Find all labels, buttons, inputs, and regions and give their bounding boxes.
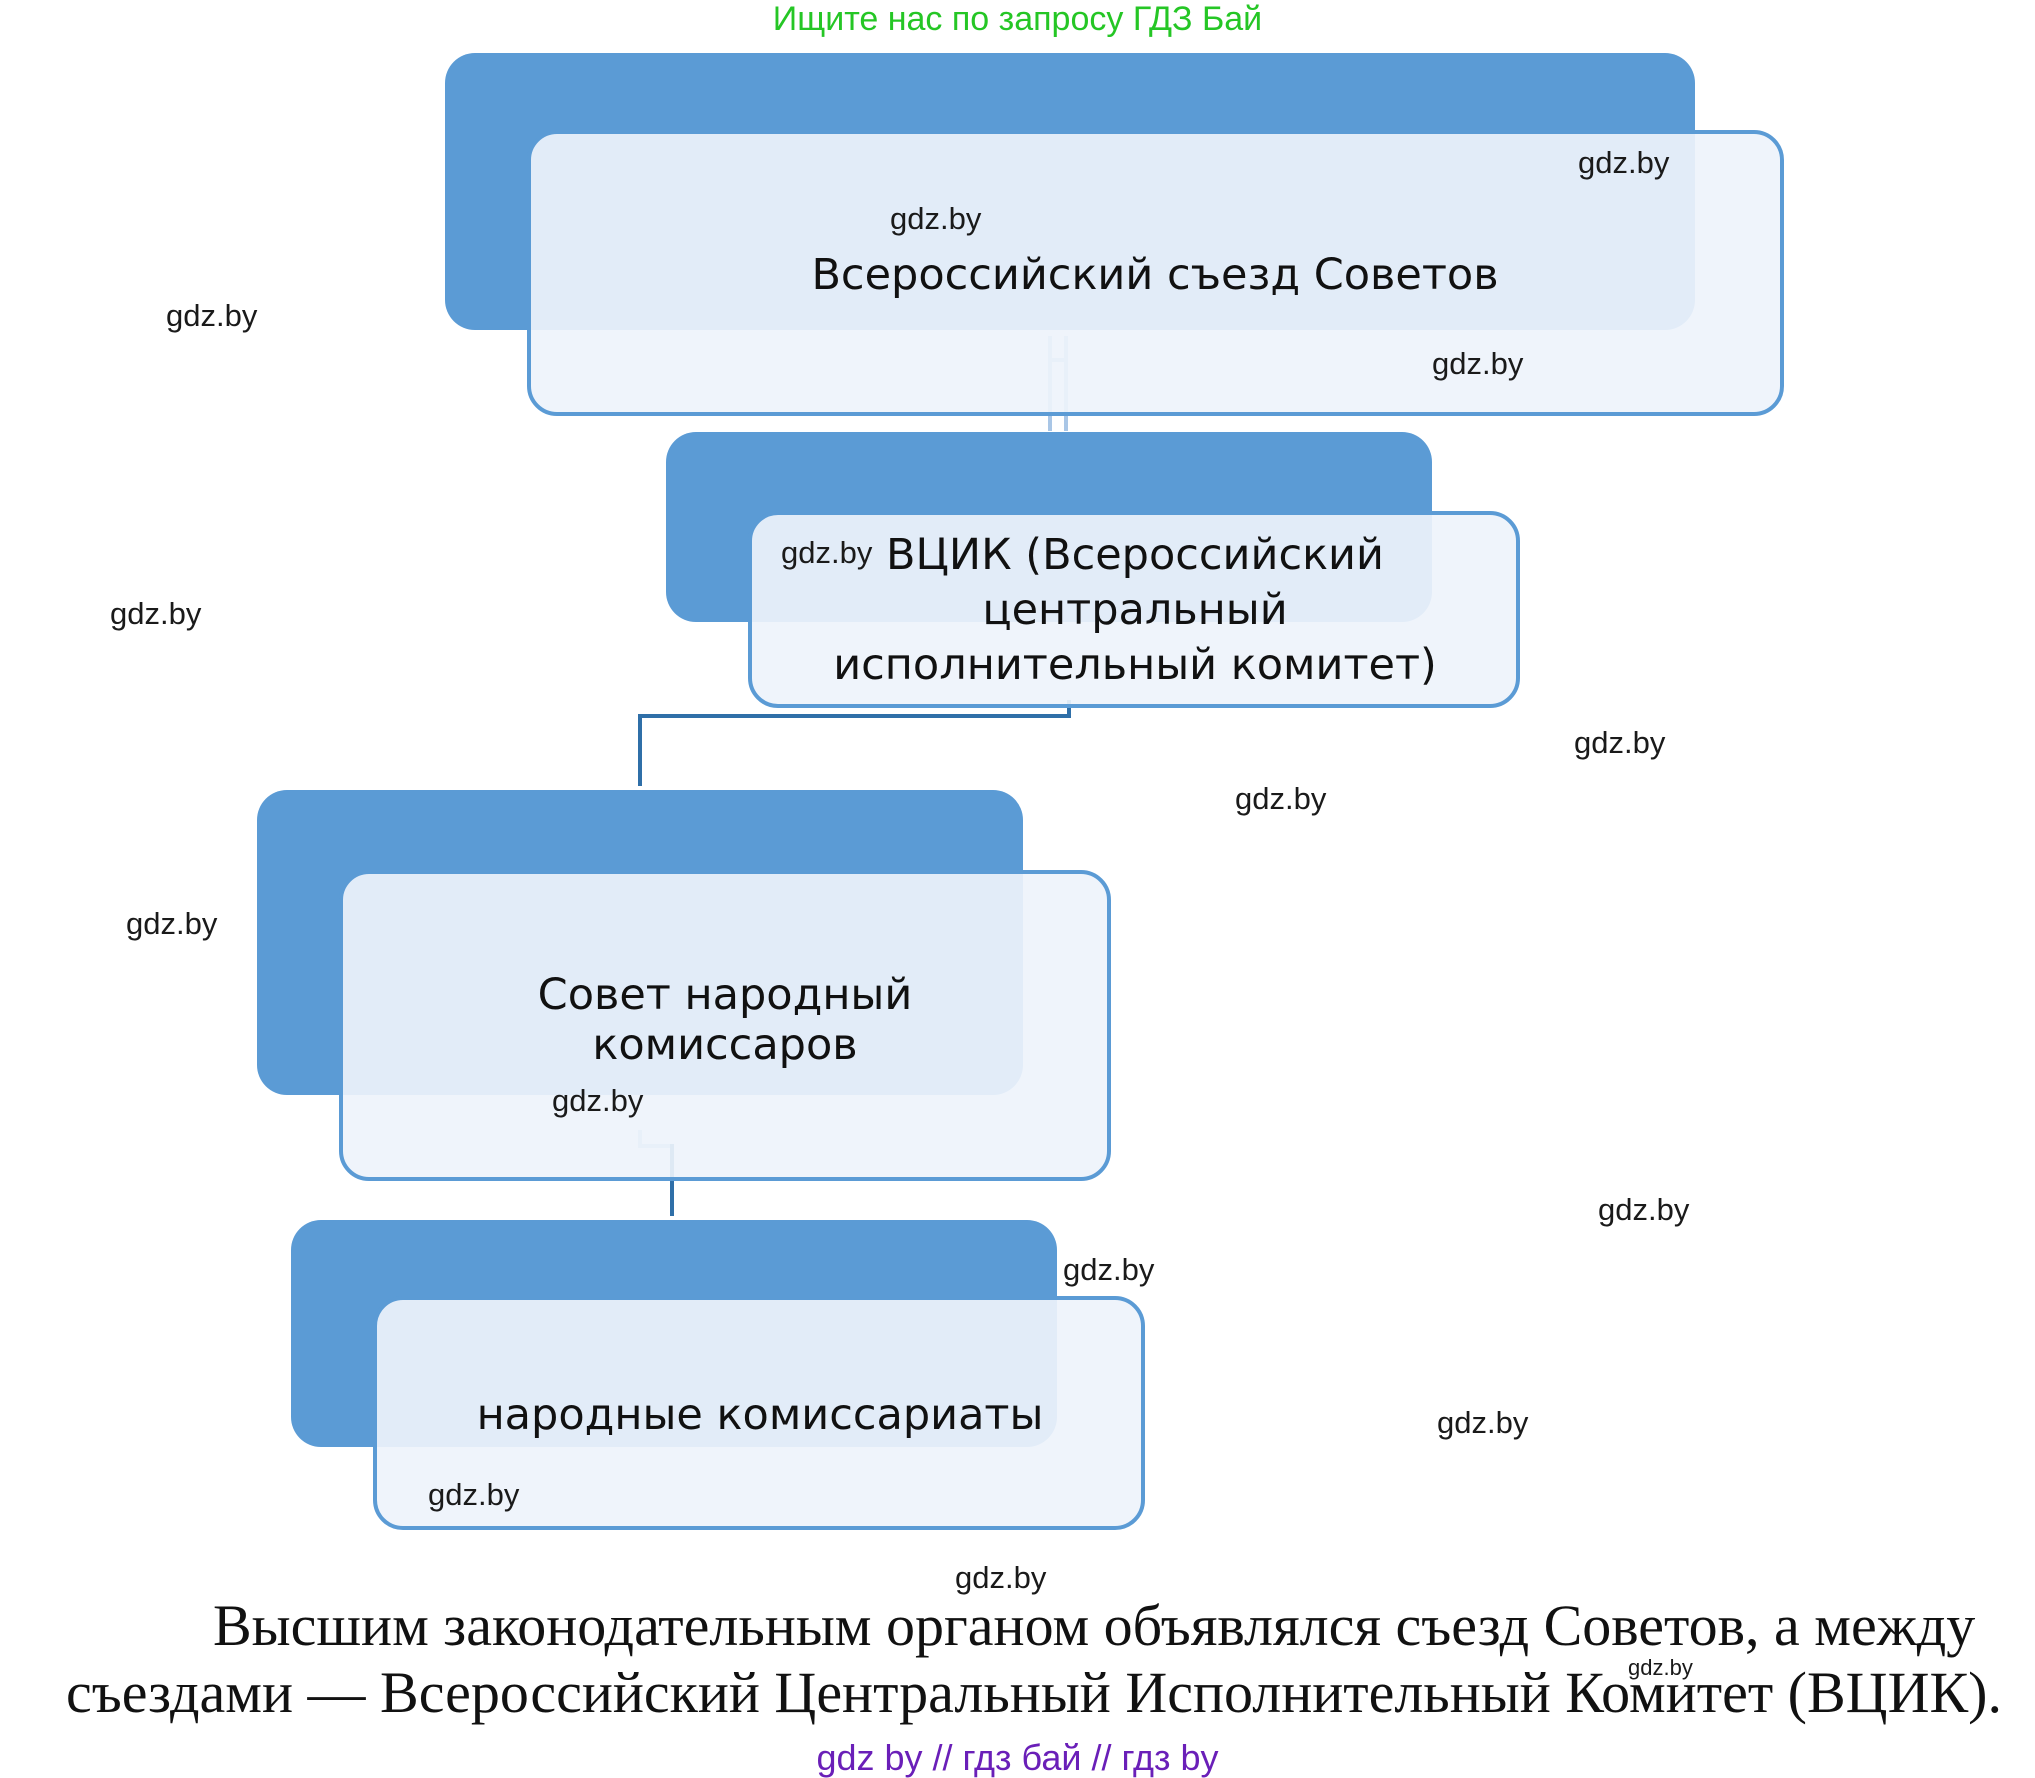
watermark: gdz.by — [1235, 781, 1327, 816]
watermark: gdz.by — [1437, 1405, 1529, 1440]
watermark: gdz.by — [1063, 1252, 1155, 1287]
paragraph-line-2: съездами — Всероссийский Центральный Исп… — [66, 1660, 2002, 1725]
watermark: gdz.by — [1574, 725, 1666, 760]
box-4-label: народные комиссариаты — [476, 1390, 1044, 1440]
connector-2-vertical-a — [1067, 700, 1071, 718]
watermark: gdz.by — [166, 298, 258, 333]
box-2-front — [748, 511, 1520, 708]
paragraph-line-1: Высшим законодательным органом объявлялс… — [213, 1593, 1976, 1658]
box-2-label: ВЦИК (Всероссийский центральный исполнит… — [833, 529, 1437, 690]
watermark: gdz.by — [1628, 1655, 1693, 1680]
watermark: gdz.by — [428, 1477, 520, 1512]
watermark: gdz.by — [552, 1083, 644, 1118]
watermark: gdz.by — [890, 201, 982, 236]
watermark: gdz.by — [1432, 346, 1524, 381]
watermark: gdz.by — [110, 596, 202, 631]
watermark: gdz.by — [126, 906, 218, 941]
box-4-front — [373, 1296, 1145, 1530]
box-3-label: Совет народный комиссаров — [537, 970, 913, 1070]
box-1-front — [527, 130, 1784, 416]
watermark: gdz.by — [781, 535, 873, 570]
connector-2-vertical-b — [638, 714, 642, 786]
watermark: gdz.by — [1578, 145, 1670, 180]
box-3-front — [339, 870, 1111, 1181]
watermark: gdz.by — [955, 1560, 1047, 1595]
footer-links[interactable]: gdz by // гдз бай // гдз by — [0, 1738, 2035, 1778]
connector-2-horizontal — [638, 714, 1071, 718]
box-1-label: Всероссийский съезд Советов — [811, 250, 1499, 300]
watermark: gdz.by — [1598, 1192, 1690, 1227]
search-banner: Ищите нас по запросу ГДЗ Бай — [772, 0, 1263, 38]
